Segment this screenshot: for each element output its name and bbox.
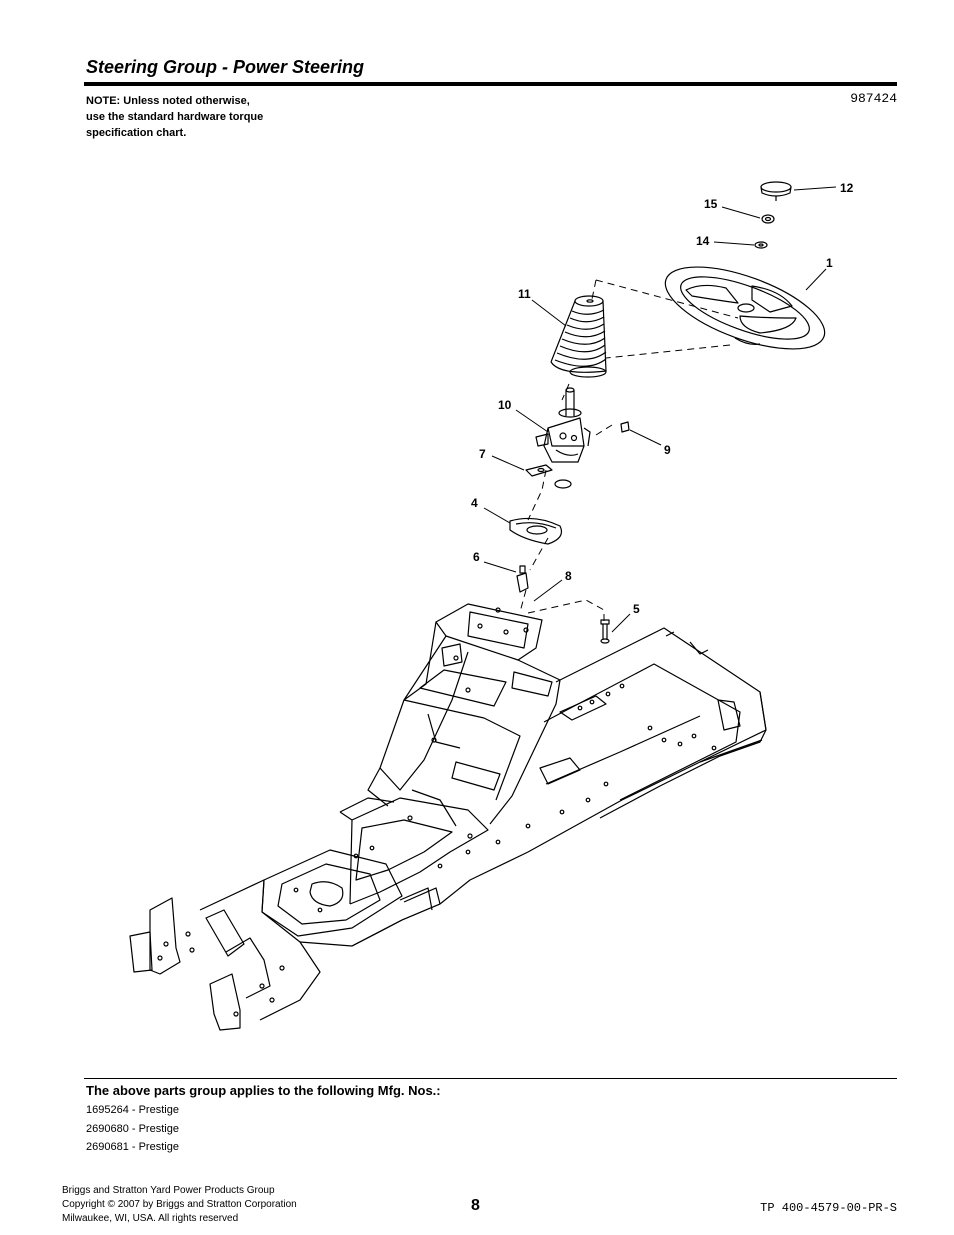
callout-9: 9	[664, 443, 671, 457]
title-rule	[84, 82, 897, 86]
callout-numbers: 12 15 14 1 11 10 7 9 4 6 8 5	[471, 181, 854, 616]
callout-8: 8	[565, 569, 572, 583]
part-bracket	[516, 565, 529, 593]
company-line: Briggs and Stratton Yard Power Products …	[62, 1185, 275, 1196]
mfg-number-list: 1695264 - Prestige 2690680 - Prestige 26…	[86, 1101, 179, 1157]
document-number: TP 400-4579-00-PR-S	[760, 1201, 897, 1215]
list-item: 2690681 - Prestige	[86, 1141, 179, 1153]
note-line: specification chart.	[86, 127, 187, 139]
frame-dash-tower	[367, 603, 561, 825]
callout-14: 14	[696, 234, 710, 248]
page-number: 8	[471, 1197, 480, 1214]
part-gasket	[525, 464, 553, 477]
part-cap	[760, 181, 792, 201]
part-steering-column	[535, 387, 591, 463]
callout-1: 1	[826, 256, 833, 270]
assembly-lines	[519, 279, 739, 624]
note-line: NOTE: Unless noted otherwise,	[86, 95, 250, 107]
callout-6: 6	[473, 550, 480, 564]
callout-11: 11	[518, 287, 531, 301]
callout-12: 12	[840, 181, 854, 195]
diagram-id: 987424	[850, 91, 897, 106]
part-steering-wheel	[664, 266, 826, 350]
part-nut	[761, 214, 775, 224]
leader-lines	[483, 186, 837, 633]
address-line: Milwaukee, WI, USA. All rights reserved	[62, 1213, 239, 1224]
callout-15: 15	[704, 197, 718, 211]
applies-heading: The above parts group applies to the fol…	[86, 1083, 441, 1098]
copyright-line: Copyright © 2007 by Briggs and Stratton …	[62, 1199, 297, 1210]
callout-7: 7	[479, 447, 486, 461]
callout-5: 5	[633, 602, 640, 616]
part-bolt	[600, 619, 610, 644]
applies-rule	[84, 1078, 897, 1079]
note-line: use the standard hardware torque	[86, 111, 264, 123]
list-item: 2690680 - Prestige	[86, 1122, 179, 1135]
frame-chassis	[129, 627, 767, 1031]
torque-note: NOTE: Unless noted otherwise, use the st…	[86, 93, 326, 141]
callout-10: 10	[498, 398, 512, 412]
part-washer	[754, 241, 768, 249]
callout-4: 4	[471, 496, 478, 510]
list-item: 1695264 - Prestige	[86, 1104, 179, 1116]
part-mounting-plate	[509, 517, 563, 545]
company-info: Briggs and Stratton Yard Power Products …	[62, 1184, 297, 1226]
part-bellows-boot	[550, 295, 607, 378]
page-title: Steering Group - Power Steering	[86, 57, 365, 77]
part-fitting	[620, 421, 630, 433]
